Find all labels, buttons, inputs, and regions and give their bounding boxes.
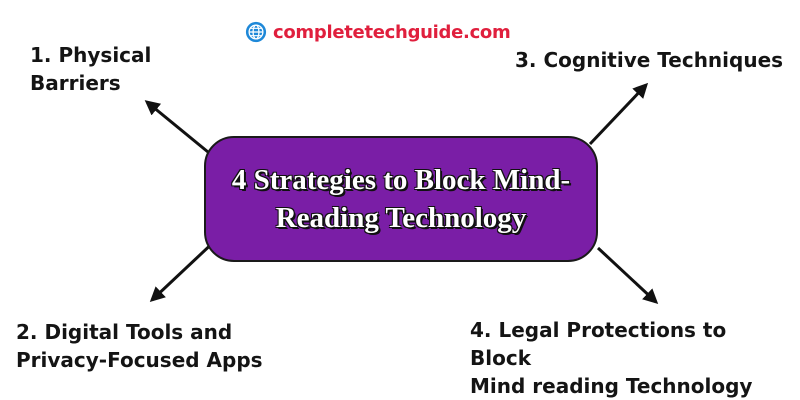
central-topic-box: 4 Strategies to Block Mind- Reading Tech… [204, 136, 598, 262]
strategy-2-line-2: Privacy-Focused Apps [16, 348, 263, 372]
central-title-line-1: 4 Strategies to Block Mind- [231, 164, 571, 196]
arrow-to-strategy-4 [596, 246, 659, 305]
brand-header: completetechguide.com [245, 19, 511, 45]
strategy-4-line-1: 4. Legal Protections to Block [470, 318, 727, 370]
strategy-2-label: 2. Digital Tools and Privacy-Focused App… [16, 318, 296, 374]
arrow-to-strategy-3 [588, 82, 649, 146]
strategy-4-line-2: Mind reading Technology [470, 374, 753, 398]
strategy-3-line-1: 3. Cognitive Techniques [515, 48, 784, 72]
central-topic-title: 4 Strategies to Block Mind- Reading Tech… [220, 161, 582, 237]
strategy-2-line-1: 2. Digital Tools and [16, 320, 233, 344]
arrow-to-strategy-1 [144, 100, 209, 154]
central-title-line-2: Reading Technology [275, 202, 527, 234]
strategy-4-label: 4. Legal Protections to Block Mind readi… [470, 316, 790, 400]
globe-icon [245, 21, 267, 43]
strategy-1-label: 1. Physical Barriers [30, 41, 200, 97]
strategy-1-line-2: Barriers [30, 71, 121, 95]
strategy-3-label: 3. Cognitive Techniques [515, 46, 795, 74]
brand-url[interactable]: completetechguide.com [273, 21, 511, 43]
strategy-1-line-1: 1. Physical [30, 43, 152, 67]
arrow-to-strategy-2 [149, 236, 220, 303]
